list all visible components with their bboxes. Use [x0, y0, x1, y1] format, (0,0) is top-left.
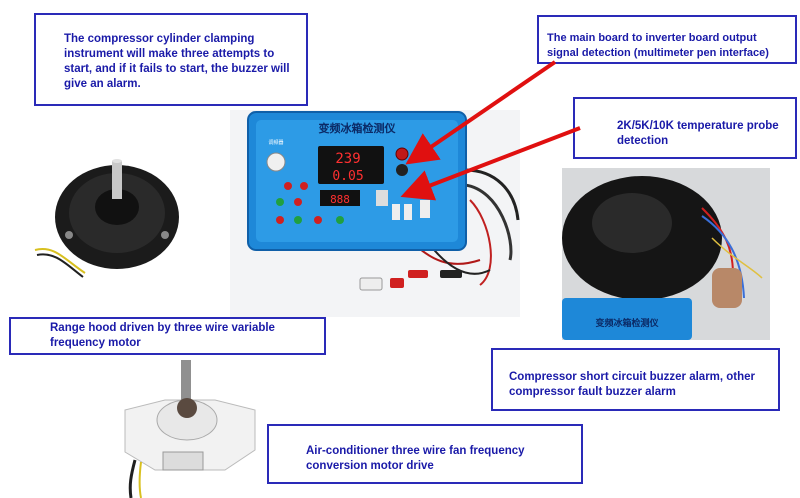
range-hood-motor-photo: [34, 159, 179, 278]
callout-cylinder-clamp: The compressor cylinder clamping instrum…: [34, 13, 308, 106]
voltage-reading: 239: [335, 151, 360, 167]
compressor-photo: 变频冰箱检测仪: [562, 168, 770, 340]
segment-reading: 888: [330, 193, 350, 206]
device-title: 变频冰箱检测仪: [319, 121, 397, 135]
compressor-device-label: 变频冰箱检测仪: [595, 317, 659, 329]
callout-range-hood: Range hood driven by three wire variable…: [9, 317, 326, 355]
knob-label: 调频器: [268, 139, 283, 146]
callout-short-circuit: Compressor short circuit buzzer alarm, o…: [491, 348, 780, 411]
callout-board-signal: The main board to inverter board output …: [537, 15, 797, 64]
fan-motor-photo: [124, 360, 256, 498]
callout-fan-motor: Air-conditioner three wire fan frequency…: [267, 424, 583, 484]
tester-device-photo: 变频冰箱检测仪 调频器 239 0.05 888: [230, 110, 520, 317]
callout-temp-probe: 2K/5K/10K temperature probe detection: [573, 97, 797, 159]
current-reading: 0.05: [332, 169, 363, 184]
